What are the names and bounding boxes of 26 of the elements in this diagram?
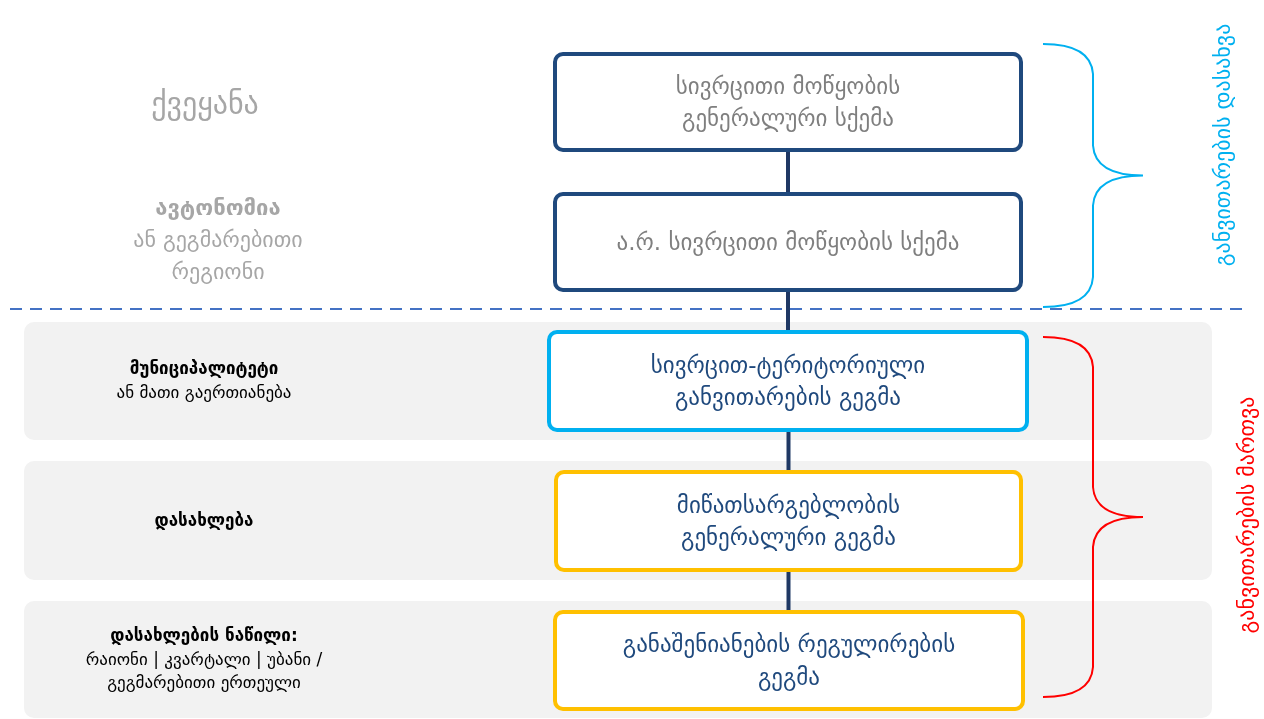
level-heading: მუნიციპალიტეტი bbox=[129, 357, 279, 381]
process-box bbox=[553, 192, 1023, 292]
process-box bbox=[553, 610, 1025, 711]
level-label: ავტონომია ან გეგმარებითი რეგიონი bbox=[132, 194, 304, 286]
level-band bbox=[24, 322, 1212, 440]
box-text: ა.რ. სივრცითი მოწყობის სქემა bbox=[616, 227, 960, 258]
process-box bbox=[547, 330, 1029, 432]
box-text: განაშენიანების რეგულირების გეგმა bbox=[621, 630, 957, 693]
level-band bbox=[24, 461, 1212, 580]
box-text: მიწათსარგებლობის გენერალური გეგმა bbox=[675, 490, 902, 553]
level-band bbox=[24, 601, 1212, 718]
level-text: ან მათი გაერთიანება bbox=[116, 381, 292, 404]
vertical-label: განვითარების დასახვა bbox=[1209, 22, 1235, 269]
connector-line bbox=[786, 572, 791, 610]
box-text: სივრცით-ტერიტორიული განვითარების გეგმა bbox=[649, 350, 927, 413]
level-text: რაიონი | კვარტალი | უბანი / გეგმარებითი ერთეული bbox=[84, 647, 324, 695]
connector-line bbox=[786, 152, 790, 192]
process-box bbox=[553, 52, 1023, 152]
level-heading: დასახლების ნაწილი: bbox=[110, 623, 298, 647]
connector-line bbox=[786, 292, 790, 330]
box-text: სივრცითი მოწყობის გენერალური სქემა bbox=[674, 71, 902, 134]
vertical-label: განვითარების მართვა bbox=[1233, 395, 1259, 636]
process-box bbox=[554, 470, 1023, 572]
level-label: ქვეყანა bbox=[150, 85, 260, 123]
connector-line bbox=[786, 432, 791, 470]
level-heading: დასახლება bbox=[154, 508, 254, 532]
